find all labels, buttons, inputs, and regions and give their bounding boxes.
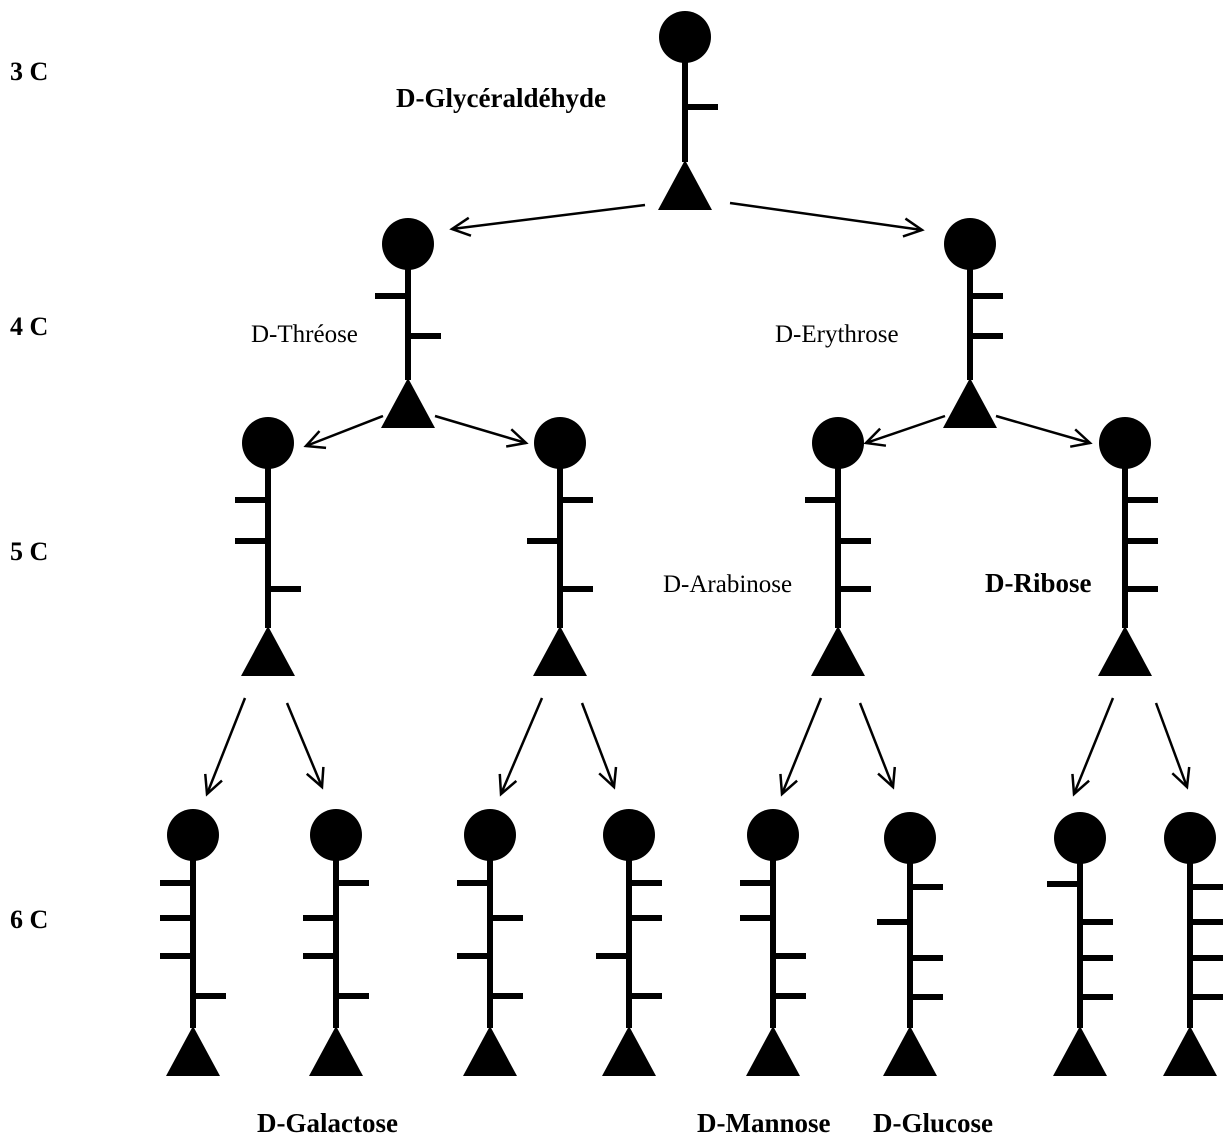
ch2oh-triangle [746, 1026, 800, 1076]
arrow-pentose-1-to-galactose [285, 702, 325, 790]
arrow-glyceraldehyde-to-threose [449, 203, 646, 237]
ch2oh-triangle [166, 1026, 220, 1076]
arrow-glyceraldehyde-to-erythrose [729, 201, 925, 238]
label-ribose: D-Ribose [985, 568, 1092, 598]
molecule-hexose-3 [457, 809, 523, 1076]
arrow-pentose-1-to-hexose-1 [204, 697, 247, 797]
ch2oh-triangle [943, 378, 997, 428]
label-threose: D-Thréose [251, 321, 358, 348]
carbonyl-circle [812, 417, 864, 469]
molecule-hexose-7 [1047, 812, 1113, 1076]
carbonyl-circle [167, 809, 219, 861]
label-arabinose: D-Arabinose [663, 571, 792, 598]
arrow-erythrose-to-arabinose [863, 414, 946, 447]
level-label-3c: 3 C [10, 57, 48, 86]
carbonyl-circle [464, 809, 516, 861]
molecule-pentose-1 [235, 417, 301, 676]
carbonyl-circle [534, 417, 586, 469]
ch2oh-triangle [1053, 1026, 1107, 1076]
molecule-hexose-1 [160, 809, 226, 1076]
ch2oh-triangle [1098, 626, 1152, 676]
arrow-threose-to-pentose-1 [303, 414, 384, 450]
ch2oh-triangle [1163, 1026, 1217, 1076]
carbonyl-circle [1099, 417, 1151, 469]
label-erythrose: D-Erythrose [775, 321, 899, 348]
carbonyl-circle [944, 218, 996, 270]
arrow-arabinose-to-mannose [779, 697, 823, 797]
molecule-threose [375, 218, 441, 428]
carbonyl-circle [1054, 812, 1106, 864]
ch2oh-triangle [811, 626, 865, 676]
arrow-ribose-to-hexose-7 [1071, 697, 1115, 797]
carbonyl-circle [747, 809, 799, 861]
ch2oh-triangle [241, 626, 295, 676]
arrow-arabinose-to-glucose [858, 702, 897, 790]
ch2oh-triangle [309, 1026, 363, 1076]
carbonyl-circle [310, 809, 362, 861]
arrow-ribose-to-hexose-8 [1154, 702, 1191, 790]
arrow-erythrose-to-ribose [995, 414, 1093, 448]
level-label-5c: 5 C [10, 537, 48, 566]
molecule-erythrose [943, 218, 1003, 428]
molecule-mannose [740, 809, 806, 1076]
ch2oh-triangle [533, 626, 587, 676]
carbonyl-circle [382, 218, 434, 270]
label-mannose: D-Mannose [697, 1108, 831, 1138]
arrows [204, 201, 1191, 797]
carbonyl-circle [242, 417, 294, 469]
level-label-4c: 4 C [10, 312, 48, 341]
molecule-ribose [1098, 417, 1158, 676]
arrow-pentose-2-to-hexose-4 [580, 702, 618, 790]
molecule-hexose-4 [596, 809, 662, 1076]
ch2oh-triangle [463, 1026, 517, 1076]
molecule-glyceraldehyde [658, 11, 718, 210]
ch2oh-triangle [602, 1026, 656, 1076]
molecule-hexose-8 [1163, 812, 1223, 1076]
ch2oh-triangle [883, 1026, 937, 1076]
carbonyl-circle [1164, 812, 1216, 864]
carbonyl-circle [603, 809, 655, 861]
arrow-pentose-2-to-hexose-3 [498, 697, 544, 797]
carbonyl-circle [884, 812, 936, 864]
molecule-glucose [877, 812, 943, 1076]
ch2oh-triangle [658, 160, 712, 210]
molecule-pentose-2 [527, 417, 593, 676]
arrow-threose-to-pentose-2 [434, 414, 529, 448]
label-glyceraldehyde: D-Glycéraldéhyde [396, 83, 606, 113]
level-label-6c: 6 C [10, 905, 48, 934]
carbonyl-circle [659, 11, 711, 63]
molecule-galactose [303, 809, 369, 1076]
molecule-arabinose [805, 417, 871, 676]
ch2oh-triangle [381, 378, 435, 428]
label-glucose: D-Glucose [873, 1108, 993, 1138]
label-galactose: D-Galactose [257, 1108, 398, 1138]
